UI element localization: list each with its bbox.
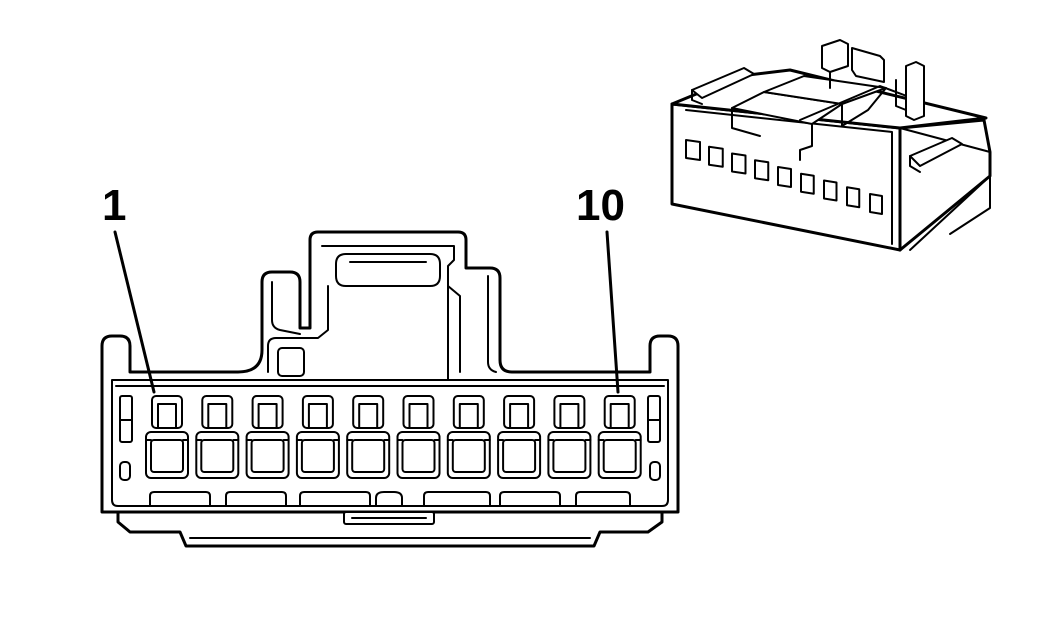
connector-perspective-view bbox=[670, 39, 992, 252]
pin-cavity bbox=[547, 395, 592, 479]
pin-cavity bbox=[446, 395, 491, 479]
pin-cavities bbox=[145, 395, 642, 479]
leader-line-10 bbox=[605, 230, 620, 394]
pin-cavity bbox=[245, 395, 290, 479]
pin-label-1: 1 bbox=[102, 181, 156, 394]
pin-cavity bbox=[195, 395, 240, 479]
pin-cavity bbox=[597, 395, 642, 479]
perspective-cavity bbox=[685, 139, 701, 161]
perspective-cavity bbox=[777, 166, 792, 188]
perspective-cavity bbox=[846, 186, 861, 209]
leader-line-1 bbox=[113, 230, 156, 394]
perspective-cavity bbox=[754, 159, 770, 182]
side-slot-left bbox=[119, 395, 133, 481]
pin-label-10: 10 bbox=[576, 181, 625, 394]
perspective-cavity bbox=[869, 193, 883, 215]
key-square bbox=[277, 347, 305, 377]
pin-1-number: 1 bbox=[102, 181, 126, 230]
pin-cavity bbox=[145, 395, 189, 479]
bottom-feet bbox=[149, 491, 631, 525]
side-slot-right bbox=[647, 395, 661, 481]
perspective-cavity bbox=[708, 145, 724, 168]
latch-window bbox=[335, 253, 441, 287]
pin-cavity bbox=[346, 395, 391, 479]
perspective-cavities bbox=[685, 139, 883, 215]
perspective-cavity bbox=[731, 152, 747, 175]
pin-cavity bbox=[497, 395, 542, 479]
perspective-cavity bbox=[823, 179, 838, 202]
perspective-cavity bbox=[800, 172, 815, 195]
connector-front-view bbox=[100, 230, 680, 548]
pin-cavity bbox=[295, 395, 340, 479]
connector-face bbox=[111, 379, 669, 507]
pin-cavity bbox=[396, 395, 441, 479]
pin-10-number: 10 bbox=[576, 181, 625, 230]
